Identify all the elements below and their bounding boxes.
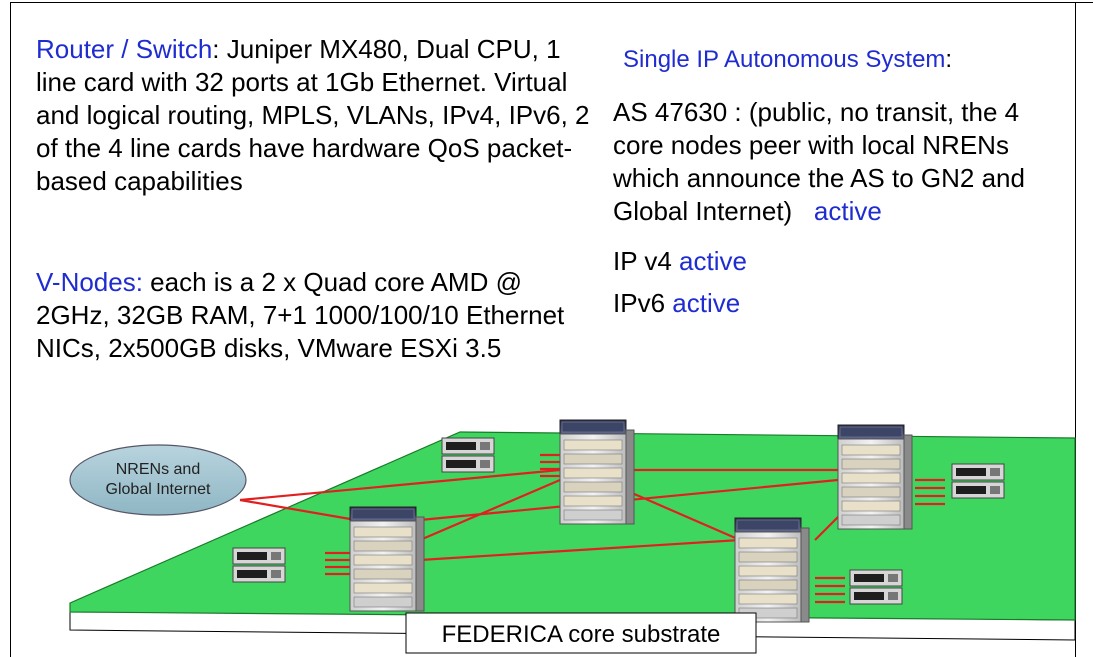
ipv4-status: active [679,246,747,276]
ipv4-line: IP v4 active [613,245,747,278]
nrens-cloud: NRENs and Global Internet [69,444,247,516]
core-router-1 [559,419,635,525]
ipv6-label: IPv6 [613,288,666,318]
frame-left-border [10,2,11,657]
frame-right-border [1075,2,1076,657]
router-label: Router / Switch [36,34,213,64]
substrate-label-box: FEDERICA core substrate [405,612,757,654]
cloud-line-2: Global Internet [106,481,212,498]
substrate-label: FEDERICA core substrate [442,621,721,648]
network-links [239,453,945,604]
as-text: AS 47630 : (public, no transit, the 4 co… [613,97,1025,226]
as-status: active [813,196,882,226]
as-heading-colon: : [945,46,953,73]
ipv6-line: IPv6 active [613,287,740,320]
as-heading-text: Single IP Autonomous System [623,46,946,73]
core-router-3 [349,506,425,612]
core-router-4 [734,517,810,623]
core-router-2 [837,424,913,530]
vnodes-text: each is a 2 x Quad core AMD @ 2GHz, 32GB… [36,267,565,363]
as-heading: Single IP Autonomous System: [623,43,952,76]
ipv6-status: active [672,288,741,318]
frame-top-border [10,2,1093,3]
as-description: AS 47630 : (public, no transit, the 4 co… [613,96,1073,228]
cloud-line-1: NRENs and [116,461,200,478]
router-text: : Juniper MX480, Dual CPU, 1 line card w… [36,34,590,196]
vnodes-label: V-Nodes: [36,267,143,297]
ipv4-label: IP v4 [613,246,672,276]
router-description: Router / Switch: Juniper MX480, Dual CPU… [36,33,596,198]
vnodes-description: V-Nodes: each is a 2 x Quad core AMD @ 2… [36,266,596,365]
